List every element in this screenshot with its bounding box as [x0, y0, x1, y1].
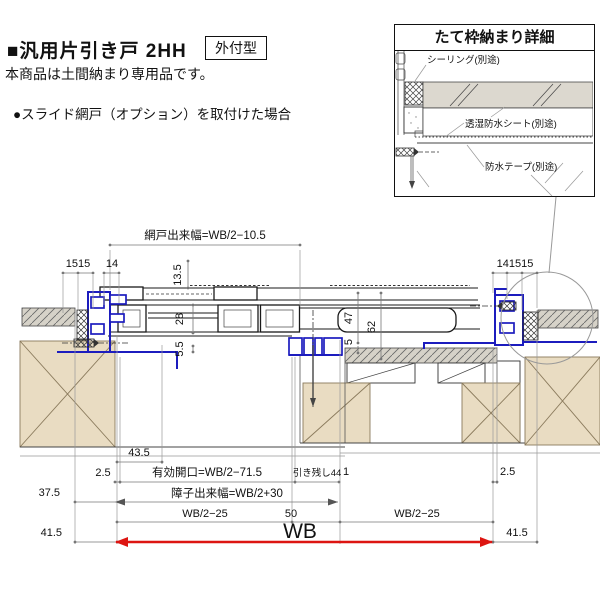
sealing-leader — [414, 64, 427, 82]
dim-41-5-right: 41.5 — [506, 527, 527, 539]
sill-right-inner — [423, 342, 495, 349]
wb-dimension-arrow — [115, 537, 493, 547]
sheet-leader-a — [444, 122, 465, 138]
product-note: 本商品は土間納まり専用品です。 — [5, 66, 214, 82]
page-title: ■汎用片引き戸 2HH — [7, 41, 187, 62]
option-note: ●スライド網戸（オプション）を取付けた場合 — [13, 107, 292, 122]
effective-opening-label: 有効開口=WB/2−71.5 — [152, 465, 262, 479]
wb-half-right-label: WB/2−25 — [394, 508, 440, 520]
dimension-lines — [61, 243, 539, 544]
dim-41-5-left: 41.5 — [41, 527, 62, 539]
dim-2-5-left: 2.5 — [95, 467, 110, 479]
dim-37-5: 37.5 — [39, 487, 60, 499]
sheathing-layer — [422, 107, 594, 137]
sealing-right — [522, 311, 539, 341]
detail-wall-layers — [414, 81, 594, 192]
dim-47: 47 — [343, 312, 355, 324]
dimension-labels: 網戸出来幅=WB/2−10.5 1515 14 141515 13.5 28 5… — [39, 228, 534, 543]
sill-left — [57, 351, 178, 369]
shoji-width-label: 障子出来幅=WB/2+30 — [171, 486, 283, 500]
detail-frame-member — [395, 51, 424, 135]
type-badge: 外付型 — [205, 36, 267, 60]
sealing-label: シーリング(別途) — [427, 54, 500, 66]
dim-5: 5 — [343, 339, 355, 345]
pull-rail — [337, 307, 457, 333]
sealing-block — [404, 81, 424, 106]
tape-label: 防水テープ(別途) — [485, 161, 557, 173]
left-14-label: 14 — [106, 258, 118, 270]
sealing-left — [76, 309, 89, 341]
right-14-15-15-label: 141515 — [497, 258, 534, 270]
meeting-stile-b — [259, 304, 301, 333]
screen-width-label: 網戸出来幅=WB/2−10.5 — [144, 228, 265, 242]
detail-screw — [395, 147, 439, 189]
screw-right — [470, 301, 517, 311]
tape-leader — [466, 144, 485, 168]
wb-half-left-label: WB/2−25 — [182, 508, 228, 520]
wb-label: WB — [283, 520, 317, 543]
main-section-drawing: 網戸出来幅=WB/2−10.5 1515 14 141515 13.5 28 5… — [19, 196, 600, 547]
dim-28: 28 — [174, 313, 186, 325]
dim-50: 50 — [285, 508, 297, 520]
detail-reference-circle — [500, 271, 594, 365]
dim-2-5-right: 2.5 — [500, 466, 515, 478]
wall-right — [524, 309, 600, 446]
dim-43-5: 43.5 — [128, 447, 149, 459]
siding-layer — [422, 81, 594, 109]
circle-pointer — [530, 174, 553, 197]
dim-62: 62 — [366, 321, 378, 333]
pull-remainder-label: 引き残し44 — [293, 467, 342, 479]
detail-drawing: シーリング(別途) 透湿防水シート(別途) 防水テープ(別途) — [395, 51, 594, 197]
sheet-leader-b — [490, 106, 506, 118]
vertical-frame-detail-box: たて枠納まり詳細 — [394, 24, 595, 197]
dim-5-5: 5.5 — [174, 341, 186, 356]
wall-center — [299, 347, 600, 454]
left-15-15-label: 1515 — [66, 258, 90, 270]
sliding-panel — [117, 304, 301, 333]
detail-circle-leader — [548, 196, 557, 274]
sheet-label: 透湿防水シート(別途) — [465, 118, 557, 130]
screw-center — [310, 310, 316, 407]
extension-lines — [62, 250, 538, 544]
dim-1: 1 — [343, 466, 349, 478]
dim-13-5: 13.5 — [172, 264, 184, 285]
screw-left — [62, 338, 130, 348]
detail-box-title: たて枠納まり詳細 — [395, 25, 594, 51]
wall-left — [19, 307, 345, 457]
center-bottom-rail — [288, 337, 343, 356]
